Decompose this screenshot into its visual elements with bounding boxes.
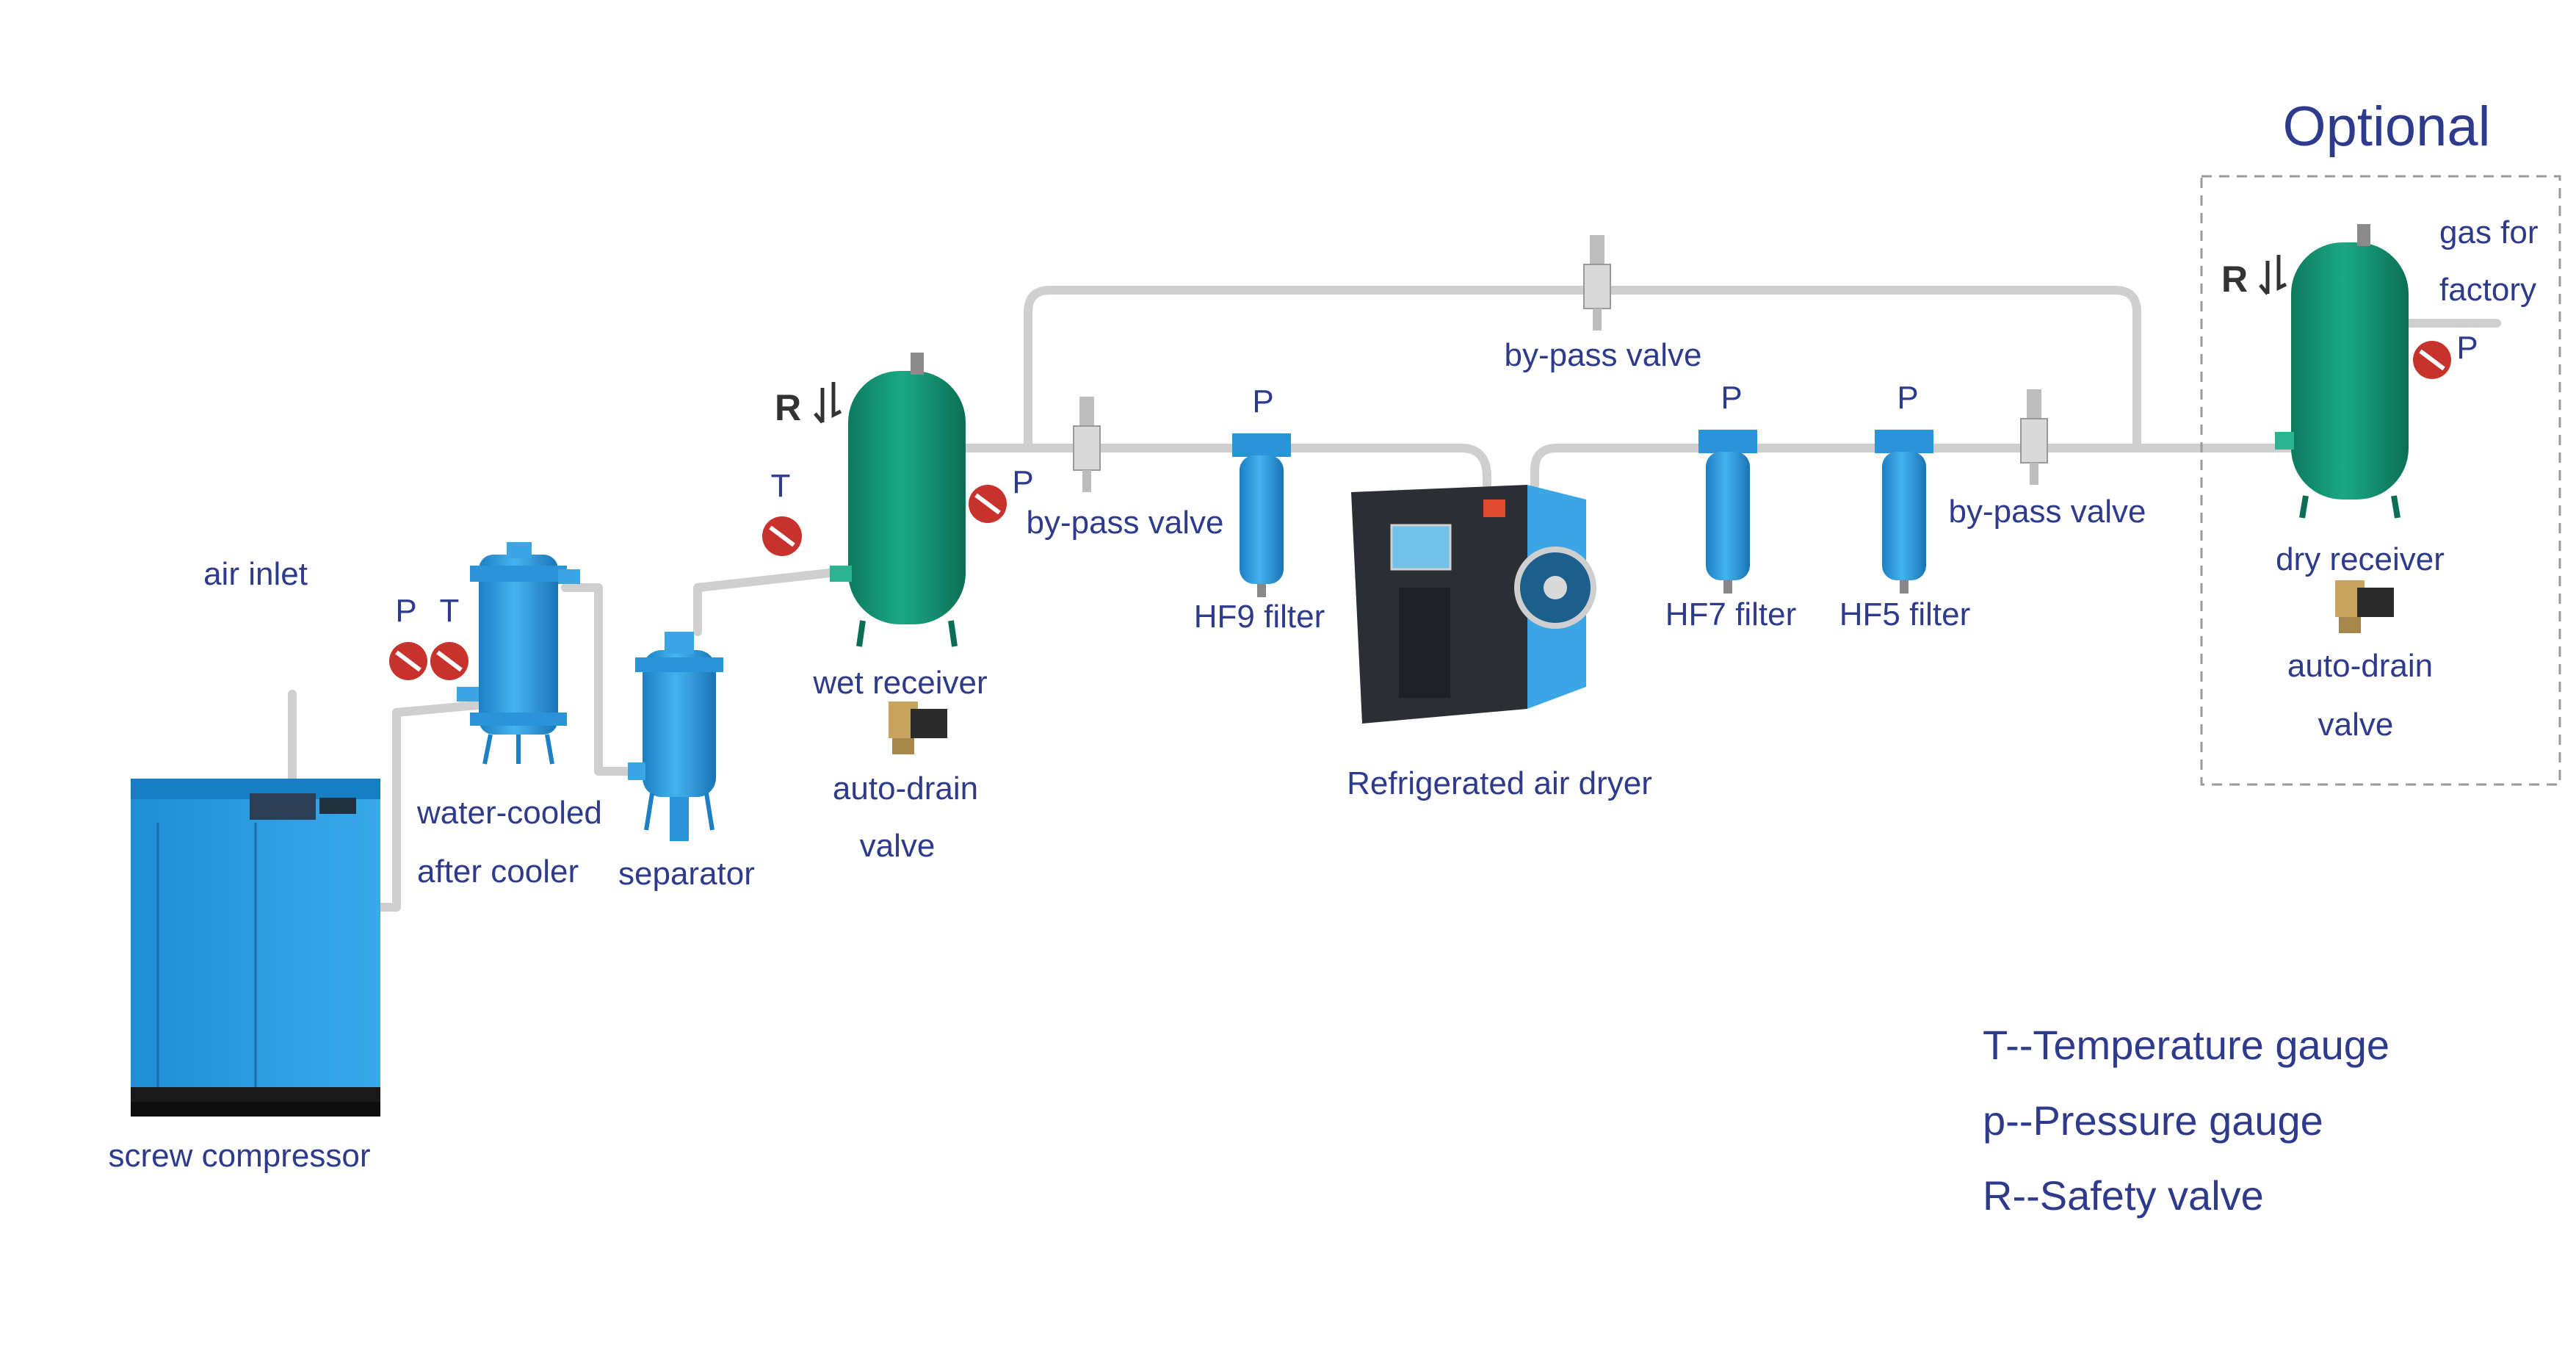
separator-vessel — [628, 632, 723, 841]
pipe-compressor-cooler — [374, 701, 482, 912]
screw-compressor-label: screw compressor — [108, 1138, 371, 1174]
gauge-hf9-p-letter: P — [1252, 383, 1274, 419]
gas-for-label: gas for — [2439, 214, 2539, 250]
safety-valve-symbol-dry — [2259, 255, 2287, 295]
hf7-filter-graphic — [1698, 430, 1757, 594]
separator-label: separator — [618, 856, 755, 892]
hf9-filter-graphic — [1232, 433, 1291, 597]
screw-compressor — [131, 779, 380, 1117]
gauge-cooler-p-letter: P — [395, 593, 417, 629]
auto-drain-valve-2 — [2335, 580, 2394, 633]
optional-title: Optional — [2282, 95, 2491, 158]
legend-safety: R--Safety valve — [1983, 1172, 2264, 1219]
water-cooled-label: water-cooled — [417, 795, 602, 831]
safety-valve-r-wet: R — [775, 387, 802, 428]
bypass-valve-top-graphic — [1583, 235, 1611, 331]
gauge-dry-p — [2413, 341, 2451, 379]
hf5-filter-graphic — [1875, 430, 1933, 594]
pipe-separator-receiver — [693, 569, 834, 636]
refrigerated-air-dryer-label: Refrigerated air dryer — [1347, 765, 1652, 801]
dry-receiver-tank — [2275, 224, 2409, 519]
main-pipe-right — [1530, 444, 2295, 489]
gauge-cooler-t — [430, 642, 468, 680]
hf9-filter-label: HF9 filter — [1193, 599, 1325, 635]
pipes — [288, 286, 2501, 912]
auto-drain-label-1: auto-drain — [832, 771, 979, 807]
pipe-cooler-separator — [561, 583, 643, 776]
gauge-wet-t-letter: T — [770, 468, 791, 504]
hf7-filter-label: HF7 filter — [1665, 596, 1797, 632]
wet-receiver-label: wet receiver — [813, 665, 988, 701]
refrigerated-air-dryer-graphic — [1351, 485, 1596, 724]
valve-label-2: valve — [2318, 707, 2394, 743]
bypass-valve-1-graphic — [1073, 397, 1101, 492]
gauge-wet-p — [969, 485, 1007, 523]
auto-drain-label-2: auto-drain — [2287, 648, 2434, 684]
hf5-filter-label: HF5 filter — [1839, 596, 1971, 632]
after-cooler-label: after cooler — [417, 854, 579, 890]
bypass-pipe-top — [1024, 286, 2141, 452]
gauge-wet-p-letter: P — [1012, 464, 1034, 500]
auto-drain-valve-1 — [889, 701, 947, 754]
gauge-hf5-p-letter: P — [1897, 380, 1919, 416]
gauge-hf7-p-letter: P — [1721, 380, 1743, 416]
optional-dashed-box — [2200, 175, 2561, 786]
gauge-wet-t — [762, 516, 802, 556]
main-pipe-left — [958, 444, 1491, 489]
legend-temperature: T--Temperature gauge — [1983, 1022, 2390, 1068]
bypass-valve-2-graphic — [2020, 389, 2048, 485]
gauge-cooler-t-letter: T — [439, 593, 460, 629]
gauge-dry-p-letter: P — [2456, 330, 2478, 366]
dry-receiver-label: dry receiver — [2276, 541, 2445, 577]
safety-valve-r-dry: R — [2221, 259, 2248, 300]
bypass-valve-label-2: by-pass valve — [1948, 494, 2146, 530]
air-inlet-label: air inlet — [203, 556, 308, 592]
gauges — [389, 341, 2451, 680]
safety-valve-symbol-wet — [814, 382, 842, 424]
gauge-cooler-p — [389, 642, 427, 680]
bypass-valve-label-1: by-pass valve — [1026, 505, 1224, 541]
bypass-valve-label-top: by-pass valve — [1504, 337, 1702, 373]
legend-pressure: p--Pressure gauge — [1983, 1097, 2323, 1144]
after-cooler — [457, 542, 580, 765]
factory-label: factory — [2439, 272, 2537, 308]
wet-receiver-tank — [830, 353, 966, 647]
valve-label-1: valve — [859, 828, 936, 864]
